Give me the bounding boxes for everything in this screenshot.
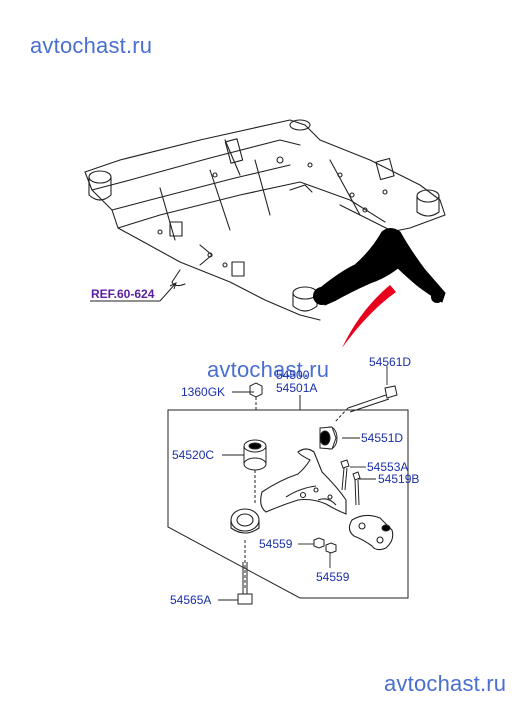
bushing-54551D — [319, 426, 338, 450]
part-label-54553A[interactable]: 54553A — [367, 460, 409, 474]
part-label-54565A[interactable]: 54565A — [170, 593, 212, 607]
watermark-bottom-right: avtochast.ru — [384, 671, 507, 696]
part-label-54520C[interactable]: 54520C — [172, 448, 215, 462]
part-label-54559-bottom[interactable]: 54559 — [316, 570, 350, 584]
part-label-54519B[interactable]: 54519B — [378, 472, 420, 486]
nut-1360GK — [249, 382, 263, 410]
subframe-drawing — [84, 119, 446, 321]
bolt-54553A — [340, 459, 350, 491]
nut-54559-bottom — [325, 542, 337, 554]
part-label-54561D[interactable]: 54561D — [369, 355, 412, 369]
part-label-54500[interactable]: 54500 — [276, 368, 310, 382]
watermark-middle: avtochast.ru — [207, 357, 330, 382]
bolt-54561D — [334, 385, 398, 423]
reference-leader — [90, 282, 177, 302]
watermark-top-left: avtochast.ru — [30, 33, 153, 58]
lower-control-arm-54500 — [230, 448, 347, 534]
nut-54559-left — [313, 537, 325, 549]
highlight-arrow — [342, 285, 396, 348]
installed-lower-control-arm — [313, 228, 446, 306]
reference-label[interactable]: REF.60-624 — [91, 287, 155, 301]
bolt-54519B — [352, 471, 361, 506]
part-label-54559-left[interactable]: 54559 — [259, 537, 293, 551]
part-label-54501A[interactable]: 54501A — [276, 381, 318, 395]
ball-joint — [348, 514, 394, 551]
bushing-54520C — [243, 439, 267, 505]
bolt-54565A — [237, 540, 253, 605]
parts-group-frame — [167, 409, 409, 599]
part-label-54551D[interactable]: 54551D — [361, 431, 404, 445]
part-label-1360GK[interactable]: 1360GK — [181, 385, 226, 399]
